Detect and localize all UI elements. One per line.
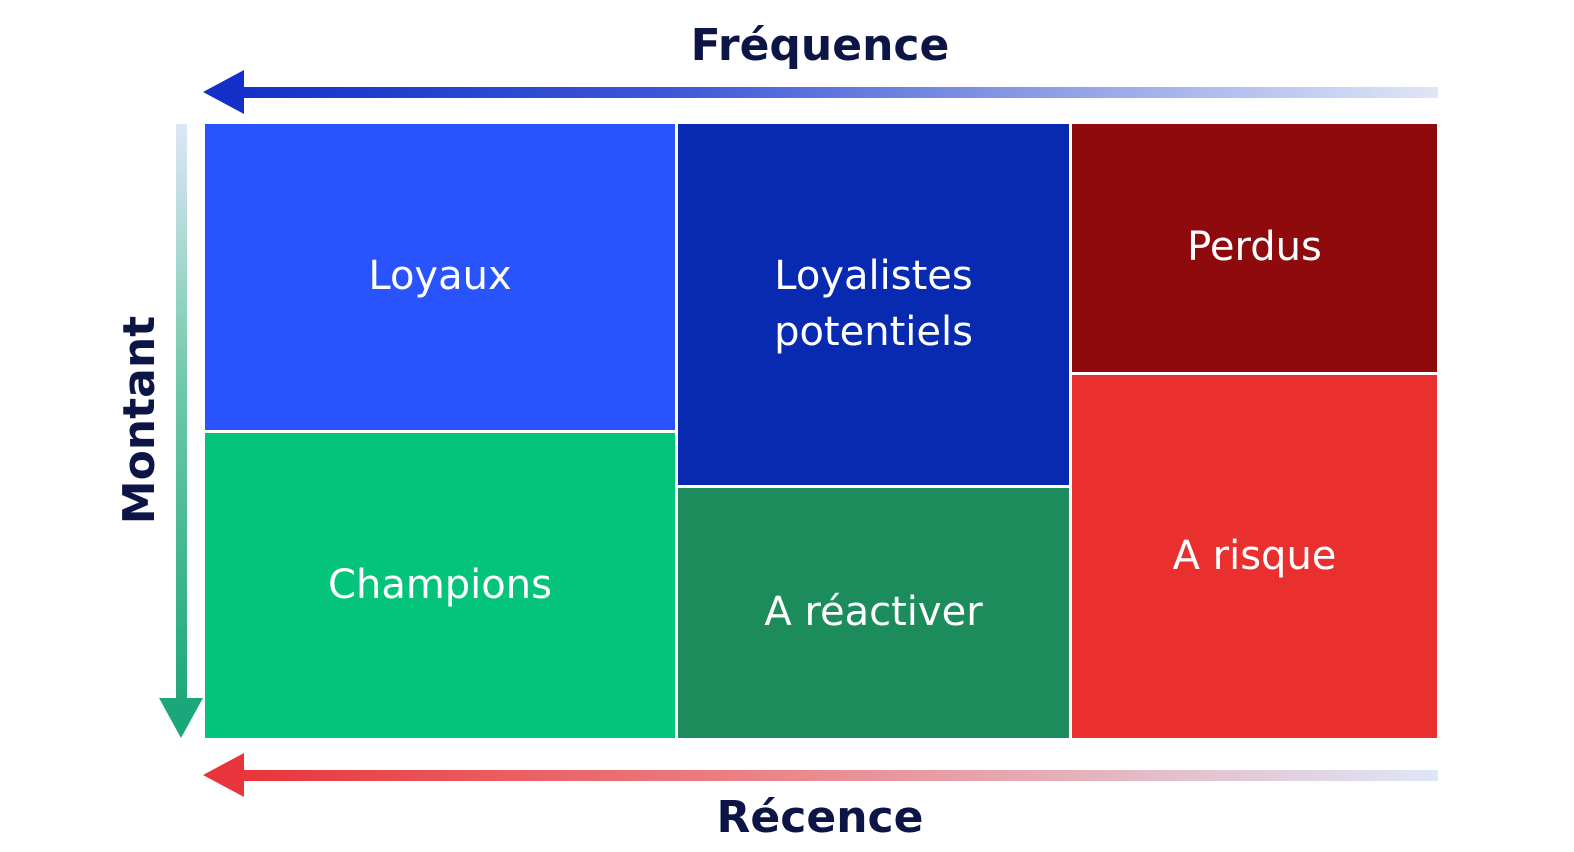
segment-grid: Loyaux Champions Loyalistes potentiels A… [205, 124, 1437, 738]
segment-a-reactiver: A réactiver [678, 488, 1069, 738]
segment-label: Loyaux [368, 253, 512, 300]
segment-label: Perdus [1187, 224, 1322, 271]
axis-title-montant: Montant [114, 315, 165, 525]
axis-title-recence: Récence [716, 792, 924, 843]
recence-arrow [203, 753, 1438, 797]
segment-label: Champions [328, 561, 552, 608]
frequence-arrow [203, 70, 1438, 114]
segment-champions: Champions [205, 433, 675, 738]
montant-arrow [159, 124, 203, 738]
segment-label: A risque [1172, 532, 1337, 579]
segment-a-risque: A risque [1072, 375, 1437, 738]
segment-label: A réactiver [764, 589, 983, 636]
axis-title-frequence: Fréquence [690, 20, 950, 71]
segment-label: Loyalistes potentiels [774, 253, 973, 355]
segment-loyalistes-potentiels: Loyalistes potentiels [678, 124, 1069, 485]
segment-loyaux: Loyaux [205, 124, 675, 430]
segment-perdus: Perdus [1072, 124, 1437, 372]
